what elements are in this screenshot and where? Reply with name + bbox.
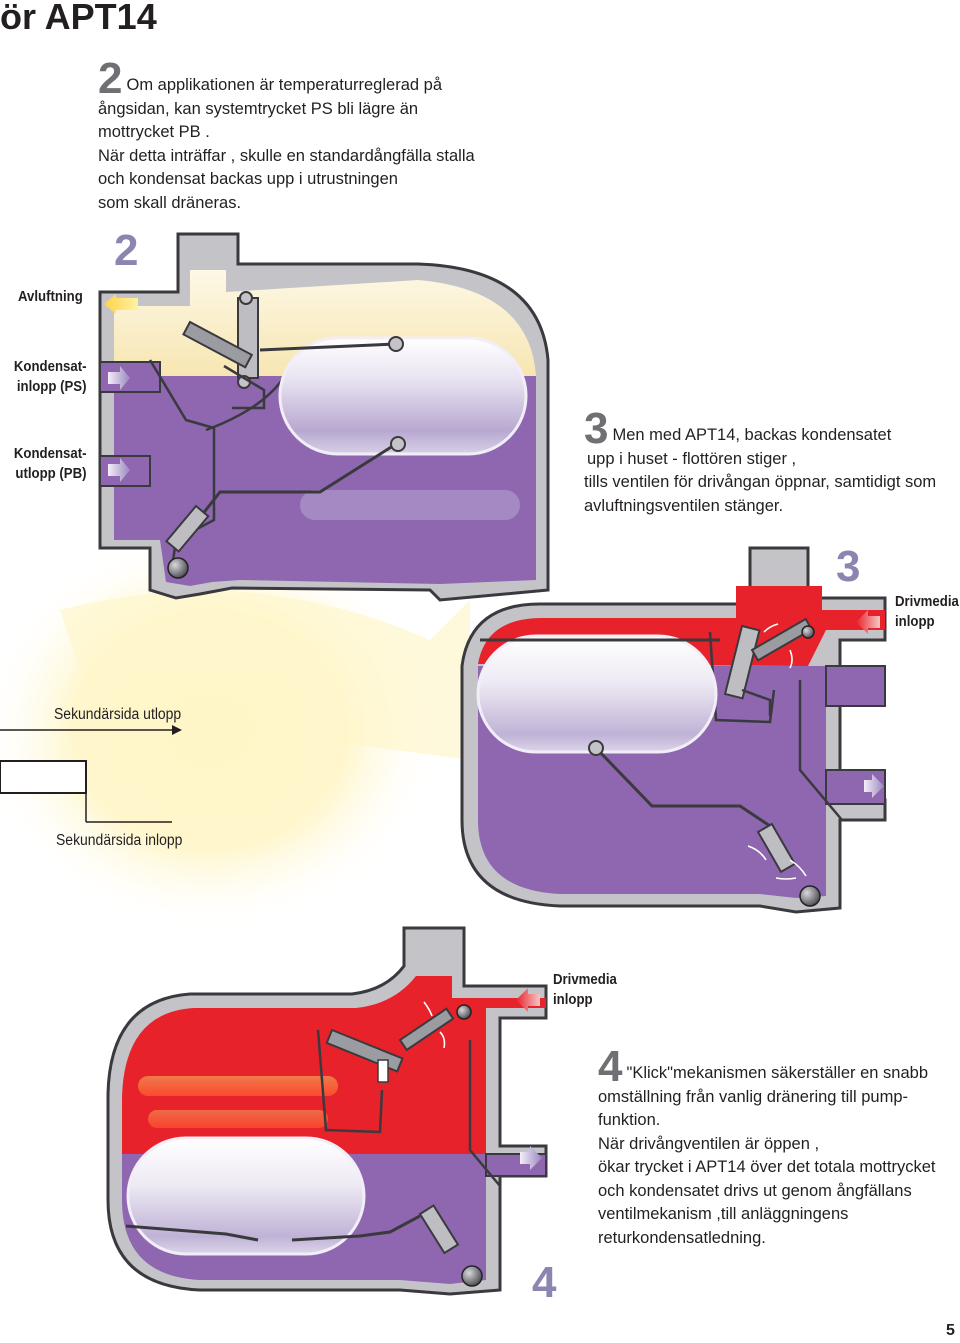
label-condensate-inlet: Kondensat- inlopp (PS) — [13, 358, 87, 395]
yellow-glow-arrow — [0, 530, 470, 930]
step3-number: 3 — [584, 404, 609, 453]
step3-line-4: avluftningsventilen stänger. — [584, 496, 784, 515]
step4-line-6: och kondensatet drivs ut genom ångfällan… — [598, 1181, 912, 1200]
diagram2-number: 2 — [114, 226, 139, 275]
page-number: 5 — [946, 1322, 955, 1339]
step2-line-2: ångsidan, kan systemtrycket PS bli lägre… — [98, 99, 419, 118]
secondary-side-piping — [0, 725, 182, 823]
diagram3-number: 3 — [836, 542, 861, 591]
step4-line-1: "Klick"mekanismen säkerställer en snabb — [626, 1064, 928, 1082]
step2-line-4: När detta inträffar , skulle en standard… — [98, 146, 475, 165]
step4-number: 4 — [598, 1042, 623, 1091]
step2-line-1: Om applikationen är temperaturreglerad p… — [126, 76, 442, 94]
page-title: ör APT14 — [0, 0, 157, 37]
step2-line-5: och kondensat backas upp i utrustningen — [98, 170, 398, 188]
step4-line-5: ökar trycket i APT14 över det totala mot… — [598, 1158, 936, 1176]
step3-line-1: Men med APT14, backas kondensatet — [612, 426, 892, 444]
diagram-3 — [460, 546, 887, 914]
step4-line-8: returkondensatledning. — [598, 1228, 766, 1247]
step4-line-2: omställning från vanlig dränering till p… — [598, 1087, 908, 1106]
step2-number: 2 — [98, 54, 123, 103]
diagram-4 — [106, 926, 548, 1296]
step4-line-3: funktion. — [598, 1111, 661, 1129]
step4-paragraph: 4"Klick"mekanismen säkerställer en snabb… — [598, 1045, 958, 1250]
step2-line-6: som skall dräneras. — [98, 193, 242, 212]
step4-line-4: När drivångventilen är öppen , — [598, 1134, 820, 1153]
diagram4-number: 4 — [532, 1258, 557, 1307]
label-motive-inlet-3: Drivmedia inlopp — [895, 593, 959, 630]
label-vent: Avluftning — [18, 288, 83, 305]
step2-line-3: mottrycket PB . — [98, 123, 210, 141]
label-secondary-outlet: Sekundärsida utlopp — [54, 706, 182, 723]
label-condensate-outlet: Kondensat- utlopp (PB) — [13, 445, 86, 482]
step3-line-3: tills ventilen för drivångan öppnar, sam… — [584, 473, 937, 491]
step3-line-2: upp i huset - flottören stiger , — [587, 449, 797, 468]
diagram-2 — [98, 232, 550, 602]
label-motive-inlet-4: Drivmedia inlopp — [553, 971, 617, 1008]
label-secondary-inlet: Sekundärsida inlopp — [56, 832, 183, 849]
step4-line-7: ventilmekanism ,till anläggningens — [598, 1205, 849, 1223]
